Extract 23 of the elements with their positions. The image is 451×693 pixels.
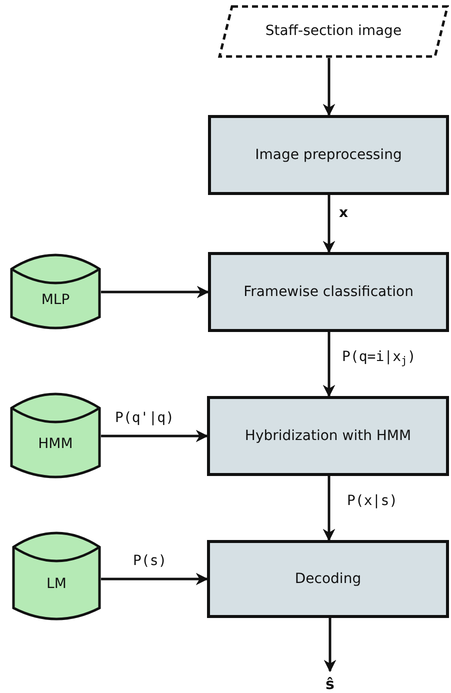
node-label: Framewise classification	[244, 282, 414, 302]
arrow	[322, 58, 336, 116]
arrow	[322, 195, 336, 254]
arrow	[324, 618, 336, 672]
input-parallelogram	[218, 5, 449, 58]
node-label: MLP	[41, 290, 70, 310]
arrow	[101, 430, 208, 442]
arrow	[101, 572, 208, 586]
node-label: HMM	[38, 434, 73, 454]
node-label: Hybridization with HMM	[244, 426, 412, 446]
process-box	[207, 540, 449, 618]
node-label: Staff-section image	[265, 22, 402, 41]
arrow	[101, 286, 210, 298]
output-symbol: ŝ	[326, 677, 334, 692]
node-label: Image preprocessing	[255, 146, 402, 164]
process-box	[208, 115, 449, 195]
arrow	[322, 332, 336, 398]
node-label: Decoding	[294, 570, 362, 588]
edge-label: x	[338, 206, 350, 220]
process-box	[207, 396, 449, 476]
node-label: LM	[46, 575, 66, 594]
process-box	[208, 252, 449, 332]
arrow	[322, 476, 336, 542]
